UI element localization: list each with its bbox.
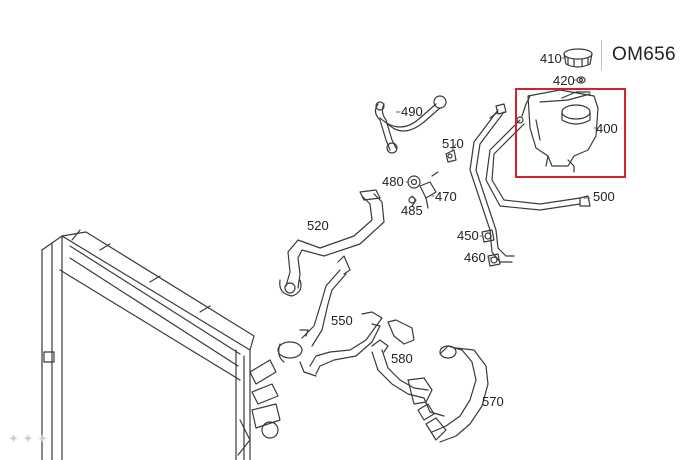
part-label-580: 580 <box>391 351 413 366</box>
part-label-510: 510 <box>442 136 464 151</box>
hose-570-drawing <box>417 345 489 443</box>
part-label-420: 420 <box>553 73 575 88</box>
clip-460-drawing <box>487 253 501 267</box>
part-label-520: 520 <box>307 218 329 233</box>
connector-510-drawing <box>445 149 457 163</box>
part-label-400: 400 <box>596 121 618 136</box>
seal-drawing <box>576 76 586 84</box>
leader-lines <box>395 57 599 259</box>
filler-cap-drawing <box>563 48 593 68</box>
hose-580-drawing <box>371 319 445 417</box>
watermark-logo: ✦ ✦ ✦ <box>8 431 48 446</box>
part-label-490: 490 <box>401 104 423 119</box>
part-label-480: 480 <box>382 174 404 189</box>
highlight-frame <box>515 88 626 178</box>
part-label-450: 450 <box>457 228 479 243</box>
part-label-550: 550 <box>331 313 353 328</box>
part-label-470: 470 <box>435 189 457 204</box>
part-label-570: 570 <box>482 394 504 409</box>
hose-520-drawing <box>279 189 385 297</box>
expansion-tank-drawing <box>521 89 599 173</box>
part-label-485: 485 <box>401 203 423 218</box>
radiator-drawing <box>41 229 281 460</box>
part-label-500: 500 <box>593 189 615 204</box>
part-label-460: 460 <box>464 250 486 265</box>
hose-550-drawing <box>277 255 383 377</box>
svg-text:✦ ✦ ✦: ✦ ✦ ✦ <box>8 431 48 446</box>
clip-450-drawing <box>481 229 495 243</box>
hose-490-drawing <box>374 95 447 154</box>
engine-code-badge: OM656 <box>601 40 676 70</box>
part-label-410: 410 <box>540 51 562 66</box>
fitting-group-drawing <box>407 171 439 209</box>
